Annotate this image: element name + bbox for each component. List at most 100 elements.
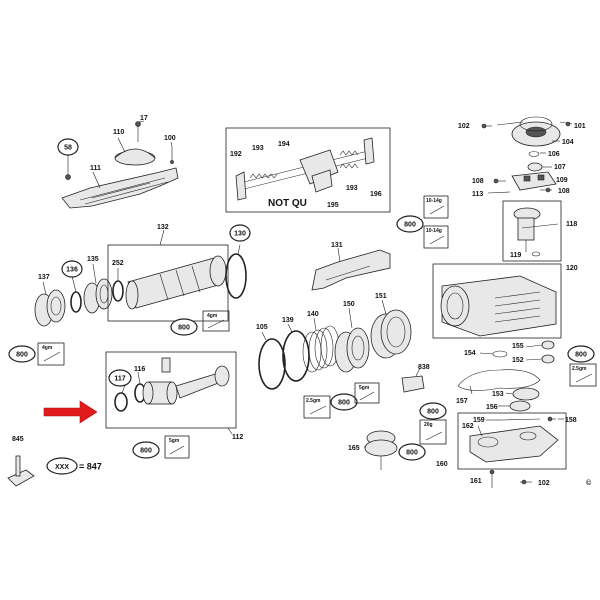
label-193-b: 193 — [346, 185, 358, 192]
callout-800-h: 800 — [398, 443, 426, 461]
part-150-bearing — [334, 327, 370, 373]
svg-text:800: 800 — [140, 448, 152, 455]
label-192: 192 — [230, 151, 242, 158]
svg-text:4gm: 4gm — [42, 345, 53, 351]
label-104: 104 — [562, 139, 574, 146]
callout-800-b: 800 — [170, 318, 198, 336]
svg-text:800: 800 — [404, 222, 416, 229]
label-157: 157 — [456, 398, 468, 405]
part-194-assembly — [235, 137, 375, 201]
part-100-pin — [170, 146, 174, 164]
part-838-clip — [401, 375, 425, 393]
not-qu-note: NOT QU — [268, 198, 307, 209]
svg-text:800: 800 — [16, 352, 28, 359]
label-193-a: 193 — [252, 145, 264, 152]
callout-58: 58 — [57, 138, 79, 156]
svg-text:58: 58 — [64, 145, 72, 152]
label-150: 150 — [343, 301, 355, 308]
part-102-screw — [481, 123, 492, 129]
grease-tag-6: 5gm — [354, 382, 380, 404]
label-108-b: 108 — [558, 188, 570, 195]
part-107-bearing — [527, 162, 543, 172]
inset-box-118 — [502, 200, 562, 262]
callout-800-g: 800 — [132, 441, 160, 459]
copyright-mark: © — [586, 479, 592, 487]
label-194: 194 — [278, 141, 290, 148]
label-161: 161 — [470, 478, 482, 485]
svg-text:2.5gm: 2.5gm — [306, 398, 321, 404]
inset-box-132 — [107, 244, 229, 322]
svg-text:800: 800 — [338, 400, 350, 407]
label-135: 135 — [87, 256, 99, 263]
grease-tag-9: 20g — [419, 419, 447, 445]
part-155-bearing — [541, 340, 555, 350]
part-110-cover — [114, 148, 156, 166]
label-140: 140 — [307, 311, 319, 318]
part-108-screw-a — [493, 178, 506, 184]
part-17-screw — [135, 121, 141, 142]
part-165-gear — [364, 430, 398, 470]
callout-800-a: 800 — [8, 345, 36, 363]
part-132-barrel — [125, 255, 227, 310]
part-58-screw — [65, 158, 71, 180]
label-131: 131 — [331, 242, 343, 249]
label-101: 101 — [574, 123, 586, 130]
label-119: 119 — [510, 252, 521, 259]
part-116-piston — [134, 357, 230, 405]
svg-text:10-14g: 10-14g — [426, 228, 442, 234]
label-156: 156 — [486, 404, 498, 411]
part-111-housing — [61, 167, 179, 209]
label-107: 107 — [554, 164, 566, 171]
label-112: 112 — [232, 434, 243, 441]
label-153: 153 — [492, 391, 504, 398]
svg-text:136: 136 — [66, 267, 78, 274]
part-117-ring — [114, 392, 128, 412]
label-108-a: 108 — [472, 178, 484, 185]
label-102-b: 102 — [538, 480, 550, 487]
part-154-ring — [492, 350, 508, 358]
label-139: 139 — [282, 317, 294, 324]
callout-130: 130 — [229, 224, 251, 242]
part-102b-screw — [520, 479, 532, 485]
svg-text:2.5gm: 2.5gm — [572, 366, 587, 372]
svg-text:20g: 20g — [424, 422, 433, 428]
part-152-bearing — [541, 354, 555, 364]
label-151: 151 — [375, 293, 387, 300]
red-arrow-icon — [43, 400, 98, 424]
callout-800-c: 800 — [396, 215, 424, 233]
part-130-ring — [225, 253, 247, 299]
svg-text:800: 800 — [178, 325, 190, 332]
inset-box-120 — [432, 263, 562, 339]
label-845: 845 — [12, 436, 24, 443]
part-158-screw — [547, 416, 556, 422]
part-139-ring — [282, 330, 310, 382]
label-17: 17 — [140, 115, 148, 122]
grease-tag-8: 2.5gm — [569, 363, 597, 387]
label-102: 102 — [458, 123, 470, 130]
part-136-ring — [70, 291, 82, 313]
svg-text:800: 800 — [406, 450, 418, 457]
part-252-ring — [112, 280, 124, 302]
svg-text:800: 800 — [427, 409, 439, 416]
label-113: 113 — [472, 191, 483, 198]
part-119-washer — [531, 251, 541, 257]
part-104-disc — [511, 116, 561, 147]
svg-text:10-14g: 10-14g — [426, 198, 442, 204]
grease-tag-7: 5gm — [164, 435, 190, 459]
part-137-collar — [34, 289, 66, 327]
label-132: 132 — [157, 224, 169, 231]
label-105: 105 — [256, 324, 268, 331]
grease-tag-1: 10-14g — [423, 195, 449, 219]
label-100: 100 — [164, 135, 176, 142]
label-152: 152 — [512, 357, 524, 364]
part-161-screw — [489, 469, 495, 488]
label-120: 120 — [566, 265, 578, 272]
callout-800-d: 800 — [330, 393, 358, 411]
part-156-gear — [509, 400, 531, 412]
label-111: 111 — [90, 165, 101, 172]
label-160: 160 — [436, 461, 448, 468]
label-118: 118 — [566, 221, 577, 228]
part-101-screw — [559, 121, 573, 127]
